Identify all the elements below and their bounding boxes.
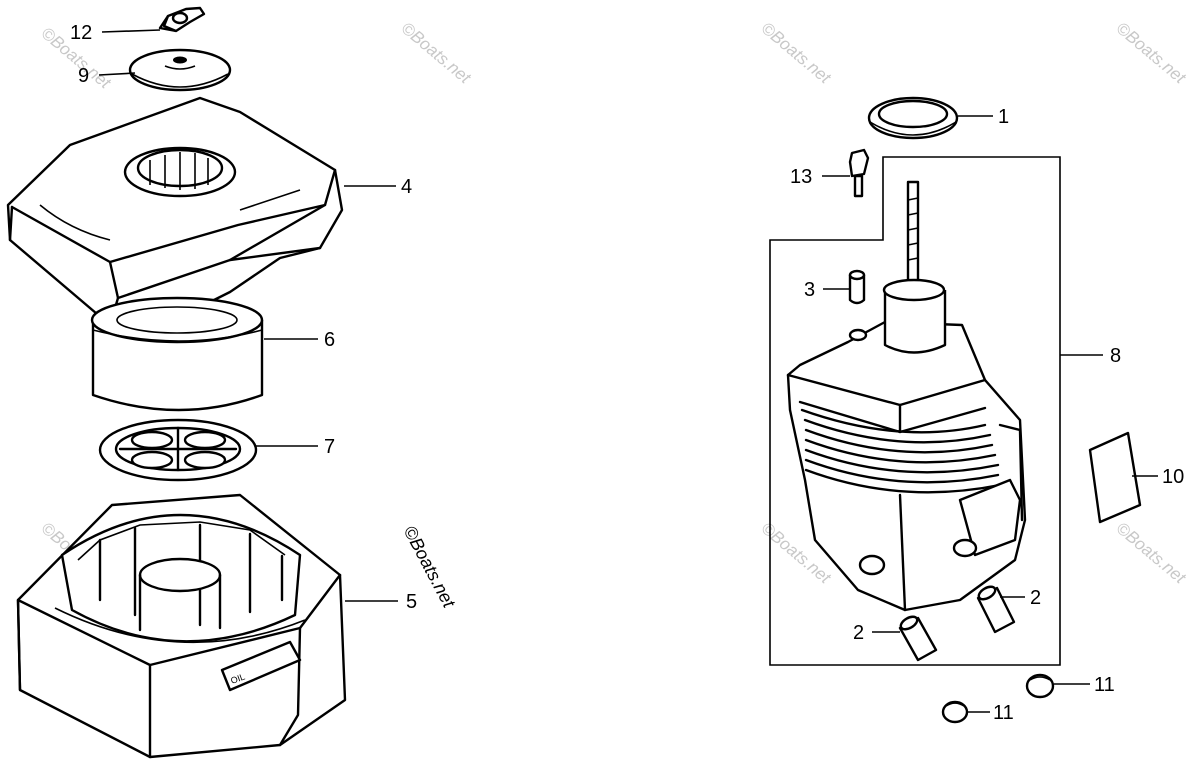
part-13-bolt[interactable] bbox=[848, 148, 870, 198]
part-1-seal[interactable] bbox=[867, 96, 959, 140]
part-11-cap-a[interactable] bbox=[1025, 673, 1055, 699]
part-5-cleaner-case[interactable]: OIL bbox=[16, 493, 347, 759]
callout-6: 6 bbox=[324, 329, 335, 351]
watermark: ©Boats.net bbox=[1112, 19, 1190, 89]
part-8-cylinder[interactable] bbox=[786, 180, 1027, 612]
callout-12: 12 bbox=[70, 22, 92, 44]
case-decal: OIL bbox=[229, 672, 246, 686]
part-11-cap-b[interactable] bbox=[941, 700, 969, 724]
part-12-wing-nut[interactable] bbox=[158, 6, 206, 33]
assembly-bracket-8 bbox=[769, 156, 1061, 666]
callout-13: 13 bbox=[790, 166, 812, 188]
part-2-pin-a[interactable] bbox=[898, 614, 938, 662]
callout-2: 2 bbox=[1030, 587, 1041, 609]
part-10-gasket-sheet[interactable] bbox=[1088, 431, 1142, 524]
callout-11: 11 bbox=[993, 702, 1014, 724]
part-9-washer[interactable] bbox=[128, 48, 232, 92]
callout-1: 1 bbox=[998, 106, 1009, 128]
callout-5: 5 bbox=[406, 591, 417, 613]
part-6-filter-element[interactable] bbox=[90, 296, 264, 412]
callout-9: 9 bbox=[78, 65, 89, 87]
right-callouts: 1 13 3 8 10 2 2 11 11 bbox=[790, 106, 1184, 724]
part-3-dowel-pin[interactable] bbox=[848, 269, 866, 305]
watermark: ©Boats.net bbox=[397, 19, 475, 89]
callout-8: 8 bbox=[1110, 345, 1121, 367]
watermark: ©Boats.net bbox=[1112, 519, 1190, 589]
watermark: ©Boats.net bbox=[757, 19, 835, 89]
part-7-gasket[interactable] bbox=[98, 418, 258, 482]
callout-11: 11 bbox=[1094, 674, 1115, 696]
callout-4: 4 bbox=[401, 176, 412, 198]
callout-10: 10 bbox=[1162, 466, 1184, 488]
callout-7: 7 bbox=[324, 436, 335, 458]
callout-2: 2 bbox=[853, 622, 864, 644]
part-2-pin-b[interactable] bbox=[976, 584, 1016, 634]
callout-3: 3 bbox=[804, 279, 815, 301]
left-callouts: 12 9 4 6 7 5 bbox=[70, 22, 417, 613]
